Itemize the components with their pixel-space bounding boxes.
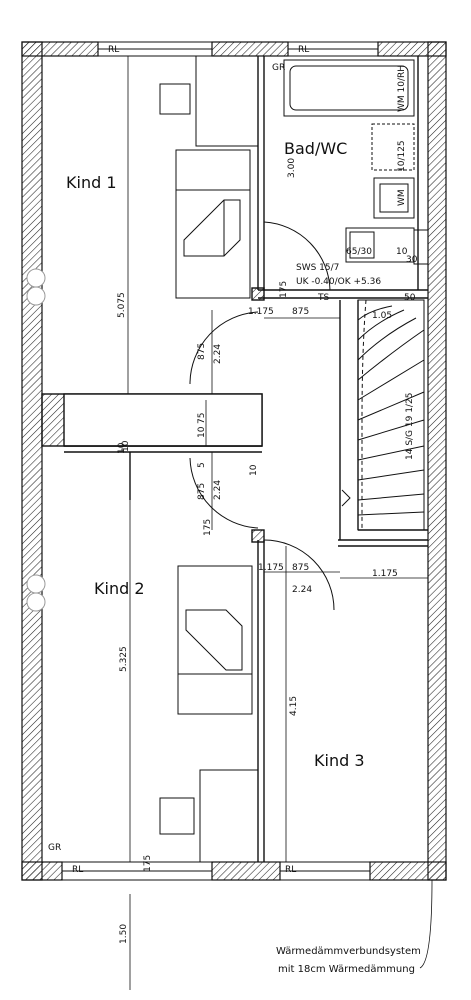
toilet	[413, 229, 429, 265]
bath-label: Bad/WC	[284, 139, 347, 158]
dim-kind2-height: 5.325	[119, 646, 129, 672]
shower	[371, 123, 415, 171]
punch-holes	[26, 268, 46, 612]
dim-mid-c: 10	[117, 442, 127, 454]
top-wall-right	[377, 41, 447, 57]
windows	[61, 41, 379, 881]
dim-kind1-height: 5.075	[117, 292, 127, 318]
dim-mid-d: 5	[197, 462, 207, 468]
sws-label: SWS 15/7	[296, 263, 339, 273]
dim-wall: 175	[279, 281, 289, 298]
door-kind2	[189, 457, 259, 529]
ts-label: TS	[317, 293, 329, 303]
bath-vertical-dim: 3.00	[287, 158, 297, 178]
dimension-lines	[127, 56, 428, 990]
dim-low-d: 2.24	[292, 585, 312, 595]
note-leader-line	[419, 879, 433, 969]
window-label-bottom-left: RL	[72, 865, 83, 875]
kind2-bed	[177, 565, 253, 715]
dim-mid-a: 10	[197, 426, 207, 438]
left-wall	[21, 41, 43, 881]
insulation-note-line2: mit 18cm Wärmedämmung	[278, 964, 415, 975]
furniture	[159, 55, 259, 863]
stair-dim2: 50	[404, 293, 416, 303]
bottom-wall-mid	[211, 861, 281, 881]
uk-label: UK -0.40/OK +5.36	[296, 277, 381, 287]
room-label-kind2: Kind 2	[94, 579, 145, 598]
right-wall	[427, 41, 447, 881]
insulation-note-line1: Wärmedämmverbundsystem	[276, 946, 421, 957]
bathtub	[283, 59, 415, 117]
top-wall-left	[21, 41, 99, 57]
dim-door1-a: 1.175	[248, 307, 274, 317]
dim-door1-c: 2.24	[213, 344, 223, 364]
stair-dim: 1.05	[372, 311, 392, 321]
bottom-wall-left	[21, 861, 63, 881]
kind1-wardrobe	[195, 55, 259, 147]
dim-mid-e: 10	[249, 464, 259, 476]
dim-low-b: 1.175	[258, 563, 284, 573]
room-label-kind1: Kind 1	[66, 173, 117, 192]
bathroom-fixtures	[283, 59, 429, 265]
dim-wall2: 10	[121, 440, 131, 452]
washbasin	[373, 177, 415, 219]
gr-label-top: GR	[272, 63, 285, 73]
window-label-top-right: RL	[298, 45, 309, 55]
top-wall-mid	[211, 41, 289, 57]
bath-wm-low: WM	[397, 189, 407, 206]
dim-door1-d: 875	[197, 343, 207, 360]
dim-low-c: 875	[292, 563, 309, 573]
kind1-bed	[175, 149, 251, 299]
dim-door2-b: 2.24	[213, 480, 223, 500]
bottom-wall-right	[369, 861, 447, 881]
dim-low-a: 175	[203, 519, 213, 536]
bath-vanity-dim: 30	[406, 255, 418, 265]
stair-steps-label: 14 S/G 19 1/25	[405, 393, 415, 460]
dim-door1-b: 875	[292, 307, 309, 317]
bath-wm-mid: 10/125	[397, 140, 407, 172]
door-bath	[263, 221, 331, 291]
dim-kind3-height: 4.15	[289, 696, 299, 716]
outer-walls	[21, 41, 447, 881]
doors	[189, 221, 335, 611]
door-kind1	[189, 311, 259, 385]
room-label-kind3: Kind 3	[314, 751, 365, 770]
dim-mid-b: 75	[197, 413, 207, 424]
door-kind3	[263, 539, 335, 611]
bath-wm-top: WM 10/RH	[397, 65, 407, 112]
dim-door2-a: 875	[197, 483, 207, 500]
window-label-top-left: RL	[108, 45, 119, 55]
kind2-desk	[159, 797, 195, 835]
bath-vanity-dim2: 10	[396, 247, 408, 257]
kind2-wardrobe	[199, 769, 259, 863]
dim-outer: 1.50	[119, 924, 129, 944]
dim-low-e: 1.175	[372, 569, 398, 579]
gr-label-bottom: GR	[48, 843, 61, 853]
bath-vanity-label: 65/30	[346, 247, 372, 257]
kind1-desk	[159, 83, 191, 115]
window-label-bottom-right: RL	[285, 865, 296, 875]
staircase	[341, 299, 425, 531]
dim-bottom: 175	[143, 855, 153, 872]
